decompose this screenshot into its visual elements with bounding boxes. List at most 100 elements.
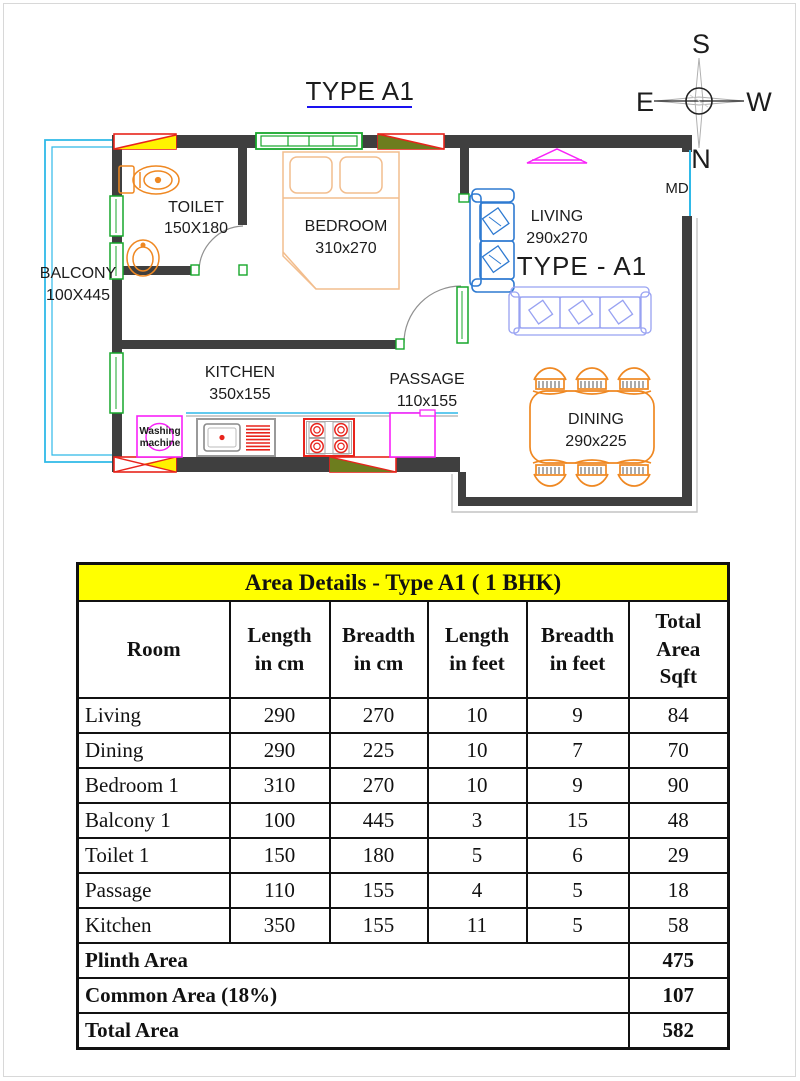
sofa-two-seat-icon [469,188,515,293]
value-cell: 5 [525,872,630,909]
value-cell: 445 [328,802,429,839]
plan-title: TYPE A1 [306,76,415,106]
toilet-wc-icon [118,165,180,195]
main-door [681,150,693,216]
table-title: Area Details - Type A1 ( 1 BHK) [76,562,730,602]
value-cell: 350 [228,907,331,944]
toilet-label: TOILET [168,199,224,216]
vent-marker-top-left [113,133,177,150]
summary-label-cell: Total Area [76,1012,630,1050]
value-cell: 5 [525,907,630,944]
toilet-size-label: 150X180 [164,220,228,237]
room-name-cell: Dining [76,732,231,769]
bedroom-door-arc [403,285,462,344]
header-breadth-cm: Breadth in cm [328,600,429,699]
value-cell: 10 [426,767,528,804]
compass-rose: S E W N [636,29,772,174]
vent-marker-bottom-right [329,456,397,473]
value-cell: 155 [328,907,429,944]
header-room: Room [76,600,231,699]
value-cell: 10 [426,697,528,734]
summary-value-cell: 475 [627,942,730,979]
table-header-row: Room Length in cm Breadth in cm Length i… [76,600,730,699]
value-cell: 290 [228,732,331,769]
outer-boundary-line [451,218,698,513]
header-length-feet: Length in feet [426,600,528,699]
sofa-three-seat-icon [508,286,652,336]
value-cell: 110 [228,872,331,909]
table-title-row: Area Details - Type A1 ( 1 BHK) [76,562,730,602]
toilet-door-arc [198,225,244,271]
bed-icon [282,151,400,290]
compass-west-label: W [746,87,772,117]
passage-label: PASSAGE [389,371,464,388]
kitchen-label: KITCHEN [205,364,275,381]
washing-machine-icon: Washing machine [136,415,183,458]
room-name-cell: Kitchen [76,907,231,944]
tv-console-icon [526,148,588,164]
value-cell: 9 [525,767,630,804]
washing-machine-label-1: Washing [139,426,180,437]
dining-size-label: 290x225 [565,433,626,450]
bedroom-label: BEDROOM [305,218,388,235]
value-cell: 270 [328,697,429,734]
passage-size-label: 110x155 [397,393,457,410]
kitchen-size-label: 350x155 [209,386,270,403]
value-cell: 5 [426,837,528,874]
kitchen-sink-icon [196,418,276,457]
value-cell: 15 [525,802,630,839]
balcony-label: BALCONY [40,265,117,282]
value-cell: 11 [426,907,528,944]
summary-label-cell: Common Area (18%) [76,977,630,1014]
balcony-size-label: 100X445 [46,287,110,304]
value-cell: 225 [328,732,429,769]
vent-marker-bottom-left [113,456,177,473]
value-cell: 6 [525,837,630,874]
fridge-icon [389,409,436,458]
room-name-cell: Passage [76,872,231,909]
summary-value-cell: 582 [627,1012,730,1050]
value-cell: 150 [228,837,331,874]
area-details-table: Area Details - Type A1 ( 1 BHK) Room Len… [76,562,731,1050]
main-door-label: MD [665,180,688,197]
room-name-cell: Bedroom 1 [76,767,231,804]
dining-chair [616,367,652,395]
room-name-cell: Balcony 1 [76,802,231,839]
dining-chair [616,459,652,487]
compass-south-label: S [692,29,710,59]
window-bedroom-top [255,132,363,150]
value-cell: 290 [228,697,331,734]
value-cell: 100 [228,802,331,839]
room-labels: TOILET 150X180 BALCONY 100X445 BEDROOM 3… [40,180,689,450]
summary-row: Common Area (18%)107 [76,977,730,1014]
value-cell: 48 [627,802,730,839]
summary-label-cell: Plinth Area [76,942,630,979]
header-total-area: Total Area Sqft [627,600,730,699]
value-cell: 29 [627,837,730,874]
living-label: LIVING [531,208,583,225]
dining-chair [532,367,568,395]
balcony-outline [44,139,118,463]
room-name-cell: Living [76,697,231,734]
dining-label: DINING [568,411,624,428]
value-cell: 84 [627,697,730,734]
value-cell: 18 [627,872,730,909]
value-cell: 180 [328,837,429,874]
value-cell: 310 [228,767,331,804]
living-size-label: 290x270 [526,230,587,247]
dining-chair [574,459,610,487]
value-cell: 70 [627,732,730,769]
summary-value-cell: 107 [627,977,730,1014]
dining-chair [532,459,568,487]
vent-marker-top-right [377,133,445,150]
compass-center-icon [685,87,713,115]
